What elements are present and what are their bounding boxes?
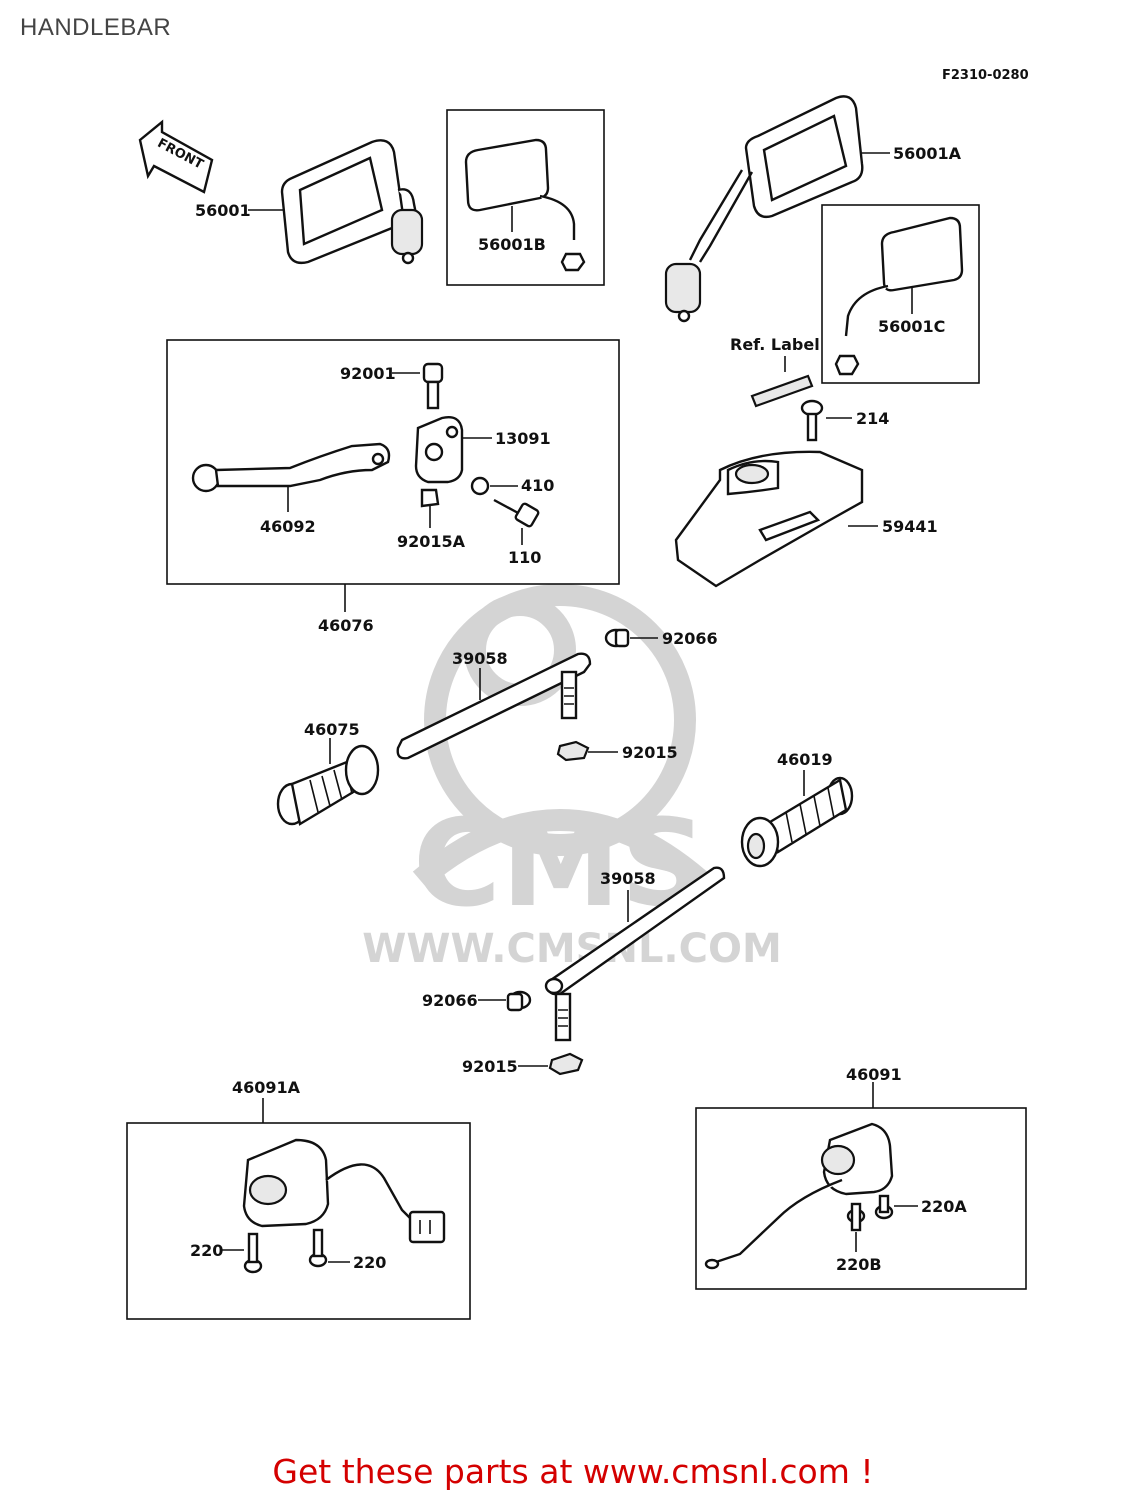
screw-220-left (243, 1232, 263, 1274)
box-56001C (821, 204, 980, 384)
label-92001: 92001 (340, 364, 396, 383)
grip-46019 (740, 776, 854, 868)
screw-220B (846, 1202, 866, 1232)
label-46092: 46092 (260, 517, 316, 536)
nut-92015A (420, 488, 440, 508)
label-56001A: 56001A (893, 144, 962, 163)
label-92066-bottom: 92066 (422, 991, 478, 1010)
box-46076 (166, 339, 620, 585)
label-92015A: 92015A (397, 532, 466, 551)
label-110: 110 (508, 548, 541, 567)
lever-46092 (191, 442, 391, 493)
label-220-right: 220 (353, 1253, 386, 1272)
ref-label-text: Ref. Label (730, 335, 820, 354)
washer-410 (470, 476, 490, 496)
label-214: 214 (856, 409, 889, 428)
box-46091A (126, 1122, 471, 1320)
nut-92015-bottom (548, 1052, 584, 1076)
label-220B: 220B (836, 1255, 882, 1274)
box-46091 (695, 1107, 1027, 1290)
page-title: HANDLEBAR (20, 14, 172, 41)
footer-banner: Get these parts at www.cmsnl.com ! (272, 1452, 874, 1491)
cover-59441 (674, 450, 864, 588)
label-56001: 56001 (195, 201, 251, 220)
label-59441: 59441 (882, 517, 938, 536)
mirror-56001B (464, 138, 586, 272)
label-92015-bottom: 92015 (462, 1057, 518, 1076)
label-46091: 46091 (846, 1065, 902, 1084)
mirror-56001A (664, 95, 864, 323)
label-56001B: 56001B (478, 235, 546, 254)
grip-46075 (276, 744, 380, 826)
label-220-left: 220 (190, 1241, 223, 1260)
label-46076: 46076 (318, 616, 374, 635)
ref-label-sticker (750, 374, 814, 408)
label-92015-top: 92015 (622, 743, 678, 762)
end-cap-92066-top (604, 628, 630, 648)
label-13091: 13091 (495, 429, 551, 448)
screw-214 (800, 399, 824, 442)
label-56001C: 56001C (878, 317, 945, 336)
handlebar-39058-bottom (544, 866, 726, 1042)
diagram-code: F2310-0280 (942, 68, 1029, 83)
front-arrow-icon: FRONT (138, 119, 214, 194)
switch-46091A (242, 1138, 446, 1244)
label-39058-bottom: 39058 (600, 869, 656, 888)
label-39058-top: 39058 (452, 649, 508, 668)
handlebar-39058-top (396, 652, 592, 760)
bolt-110 (493, 498, 540, 528)
mirror-56001C (834, 216, 964, 376)
mirror-56001 (280, 139, 424, 265)
nut-92015-top (556, 740, 590, 762)
label-410: 410 (521, 476, 554, 495)
watermark: CMS WWW.CMSNL.COM (362, 584, 782, 972)
bolt-92001 (422, 362, 444, 410)
end-cap-92066-bottom (506, 990, 532, 1012)
label-46091A: 46091A (232, 1078, 301, 1097)
label-46075: 46075 (304, 720, 360, 739)
label-46019: 46019 (777, 750, 833, 769)
switch-46091 (704, 1122, 894, 1270)
holder-13091 (414, 416, 464, 484)
screw-220A (874, 1194, 894, 1220)
screw-220-right (308, 1228, 328, 1268)
box-56001B (446, 109, 605, 286)
label-220A: 220A (921, 1197, 967, 1216)
label-92066-top: 92066 (662, 629, 718, 648)
